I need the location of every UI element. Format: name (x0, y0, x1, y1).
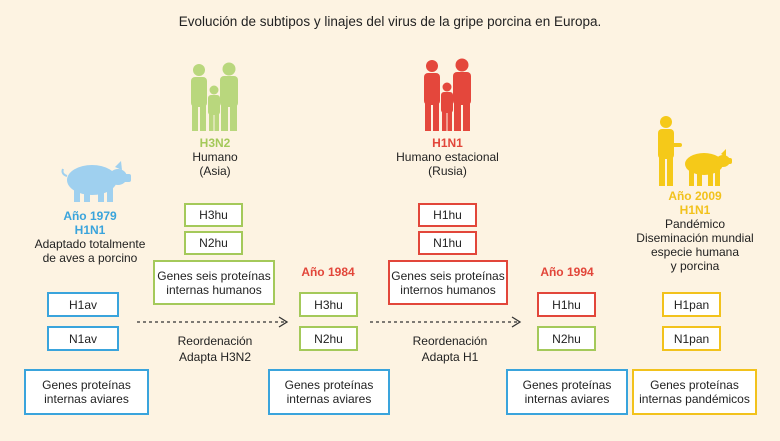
reassort1-label1: Reordenación (177, 334, 253, 348)
human-family-icon (424, 58, 471, 131)
reassort2-genes-line2: internas aviares (524, 392, 610, 406)
asia-n-box: N2hu (184, 231, 243, 255)
russia-label: H1N1 Humano estacional (Rusia) (380, 136, 515, 178)
asia-genes-line2: internas humanos (166, 282, 262, 297)
pandemic-genes-line2: internas pandémicos (639, 392, 750, 406)
avian-desc2: de aves a porcino (42, 251, 138, 265)
avian-desc1: Adaptado totalmente (34, 237, 146, 251)
avian-h-box: H1av (47, 292, 119, 317)
asia-h-box: H3hu (184, 203, 243, 227)
reassortment-arrow-2 (370, 316, 522, 328)
pandemic-year: Año 2009 (668, 189, 722, 203)
reassort2-label1: Reordenación (412, 334, 488, 348)
russia-genes-box: Genes seis proteínas internos humanos (388, 260, 508, 305)
pandemic-desc3: especie humana (650, 245, 740, 259)
avian-subtype: H1N1 (74, 223, 106, 237)
reassort1-label: Reordenación Adapta H3N2 (150, 333, 280, 365)
pandemic-desc1: Pandémico (664, 217, 726, 231)
reassort1-genes-line1: Genes proteínas (284, 378, 374, 392)
pandemic-genes-box: Genes proteínas internas pandémicos (632, 369, 757, 415)
reassort2-genes-box: Genes proteínas internas aviares (506, 369, 628, 415)
reassortment-arrow-1 (137, 316, 289, 328)
russia-subtype: H1N1 (432, 136, 463, 150)
pandemic-h-box: H1pan (662, 292, 721, 317)
reassort2-label: Reordenación Adapta H1 (385, 333, 515, 365)
asia-genes-box: Genes seis proteínas internas humanos (153, 260, 275, 305)
avian-genes-box: Genes proteínas internas aviares (24, 369, 149, 415)
avian-n-box: N1av (47, 326, 119, 351)
russia-genes-line2: internos humanos (400, 282, 496, 297)
diagram-title: Evolución de subtipos y linajes del viru… (178, 14, 602, 29)
reassort1-n-box: N2hu (299, 326, 358, 351)
human-family-icon (191, 62, 238, 131)
asia-desc2: (Asia) (199, 164, 231, 178)
pandemic-desc4: y porcina (670, 259, 720, 273)
reassort1-year: Año 1984 (301, 265, 355, 279)
asia-genes-line1: Genes seis proteínas (157, 268, 271, 283)
reassort2-year: Año 1994 (540, 265, 594, 279)
reassort1-label2: Adapta H3N2 (178, 350, 252, 364)
reassort1-h-box: H3hu (299, 292, 358, 317)
human-with-pig-icon (658, 116, 732, 186)
asia-desc1: Humano (192, 150, 238, 164)
pandemic-genes-line1: Genes proteínas (650, 378, 739, 392)
russia-genes-line1: Genes seis proteínas (391, 268, 505, 283)
russia-n-box: N1hu (418, 231, 477, 255)
russia-desc1: Humano estacional (396, 150, 499, 164)
pandemic-desc2: Diseminación mundial (636, 231, 754, 245)
russia-h-box: H1hu (418, 203, 477, 227)
reassort2-h-box: H1hu (537, 292, 596, 317)
asia-subtype: H3N2 (199, 136, 231, 150)
avian-genes-line2: internas aviares (44, 392, 129, 406)
pandemic-n-box: N1pan (662, 326, 721, 351)
asia-label: H3N2 Humano (Asia) (150, 136, 280, 178)
reassort2-genes-line1: Genes proteínas (522, 378, 612, 392)
avian-year: Año 1979 (63, 209, 117, 223)
russia-desc2: (Rusia) (428, 164, 467, 178)
reassort1-genes-box: Genes proteínas internas aviares (268, 369, 390, 415)
avian-label: Año 1979 H1N1 Adaptado totalmente de ave… (15, 209, 165, 265)
pig-icon (61, 161, 131, 202)
reassort1-genes-line2: internas aviares (286, 392, 372, 406)
pandemic-label: Año 2009 H1N1 Pandémico Diseminación mun… (625, 189, 765, 273)
avian-genes-line1: Genes proteínas (42, 378, 131, 392)
reassort2-n-box: N2hu (537, 326, 596, 351)
reassort2-label2: Adapta H1 (421, 350, 479, 364)
pandemic-subtype: H1N1 (679, 203, 711, 217)
